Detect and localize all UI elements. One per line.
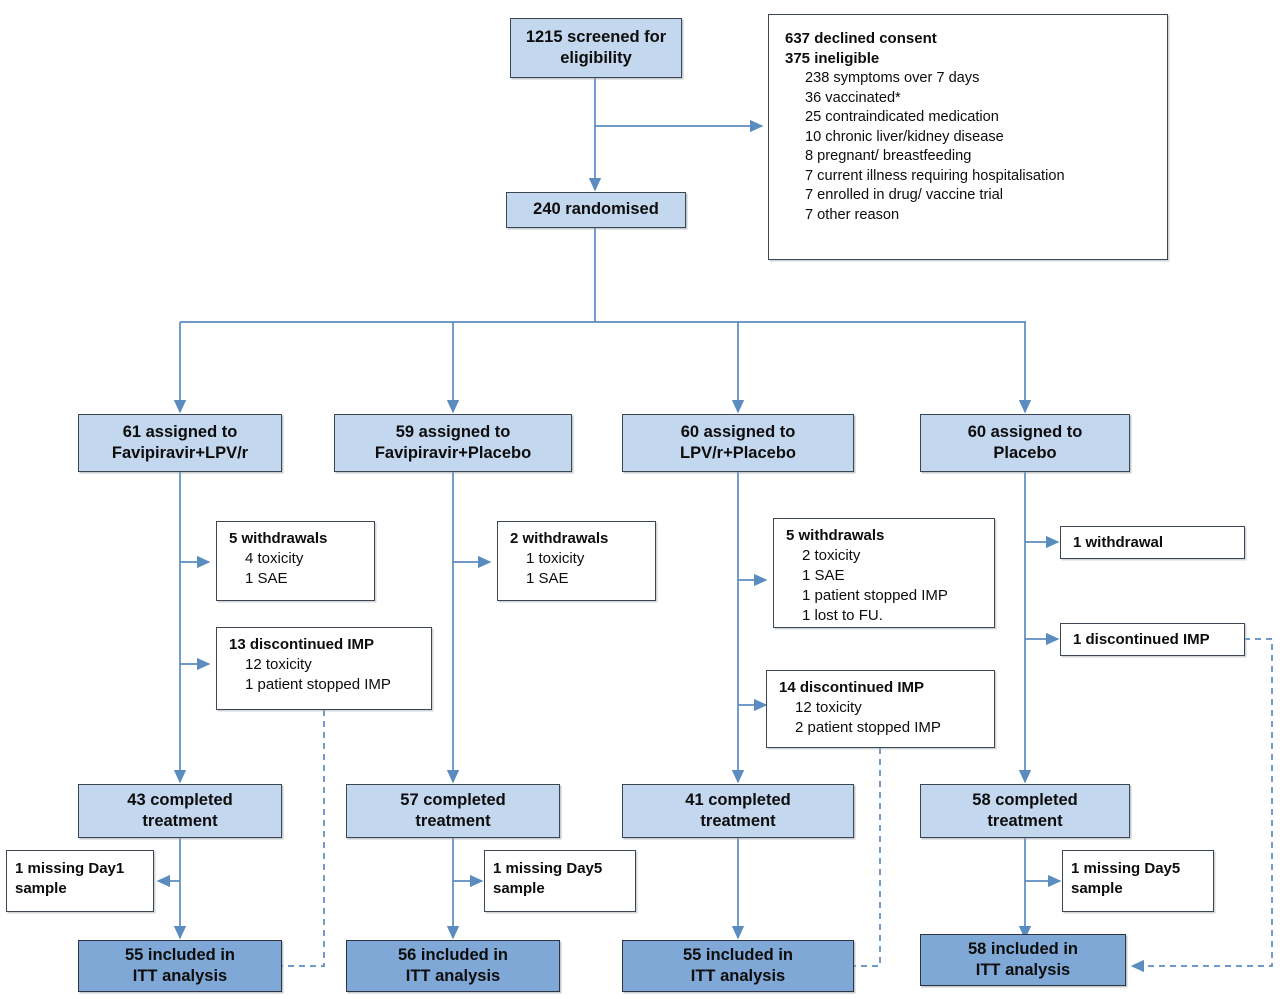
exclusion-reason: 238 symptoms over 7 days (805, 70, 980, 87)
box-withdrawals-arm2: 2 withdrawals 1 toxicity 1 SAE (497, 521, 656, 601)
exclusions-ineligible: 375 ineligible (785, 50, 880, 68)
completed-arm3-line1: 41 completed (685, 790, 791, 809)
completed-arm4-line1: 58 completed (972, 790, 1078, 809)
exclusion-reason: 36 vaccinated* (805, 89, 901, 106)
box-missing-sample-arm1: 1 missing Day1 sample (6, 850, 154, 912)
exclusions-declined: 637 declined consent (785, 30, 937, 47)
box-exclusions: 637 declined consent 375 ineligible 238 … (768, 14, 1168, 260)
assigned-arm1-line2: Favipiravir+LPV/r (111, 444, 249, 462)
itt-arm3-line2: ITT analysis (690, 967, 786, 985)
withdrawals-arm2-item: 1 toxicity (526, 550, 585, 568)
withdrawals-arm3-item: 1 patient stopped IMP (802, 587, 948, 605)
assigned-arm3-line2: LPV/r+Placebo (679, 444, 796, 462)
discontinued-arm1-header: 13 discontinued IMP (229, 636, 375, 653)
screened-line1: 1215 screened for (525, 27, 667, 46)
screened-line2: eligibility (560, 49, 632, 67)
missing-arm4-line2: sample (1071, 880, 1123, 898)
box-withdrawals-arm4: 1 withdrawal (1060, 526, 1245, 559)
box-assigned-arm2: 59 assigned to Favipiravir+Placebo (334, 414, 572, 472)
box-completed-arm4: 58 completed treatment (920, 784, 1130, 838)
randomised-label: 240 randomised (533, 200, 659, 219)
box-assigned-arm1: 61 assigned to Favipiravir+LPV/r (78, 414, 282, 472)
box-completed-arm3: 41 completed treatment (622, 784, 854, 838)
box-assigned-arm4: 60 assigned to Placebo (920, 414, 1130, 472)
missing-arm2-line1: 1 missing Day5 (493, 860, 603, 877)
discontinued-arm3-item: 2 patient stopped IMP (795, 719, 941, 737)
completed-arm4-line2: treatment (987, 812, 1063, 830)
box-completed-arm1: 43 completed treatment (78, 784, 282, 838)
withdrawals-arm3-header: 5 withdrawals (786, 527, 885, 544)
itt-arm2-line1: 56 included in (397, 945, 509, 964)
assigned-arm1-line1: 61 assigned to (122, 422, 238, 441)
completed-arm2-line1: 57 completed (400, 790, 506, 809)
box-missing-sample-arm4: 1 missing Day5 sample (1062, 850, 1214, 912)
exclusion-reason: 25 contraindicated medication (805, 109, 999, 126)
exclusion-reason: 7 other reason (805, 207, 900, 224)
completed-arm2-line2: treatment (415, 812, 491, 830)
box-withdrawals-arm3: 5 withdrawals 2 toxicity 1 SAE 1 patient… (773, 518, 995, 628)
box-itt-arm1: 55 included in ITT analysis (78, 940, 282, 992)
withdrawals-arm4-header: 1 withdrawal (1073, 534, 1164, 551)
box-withdrawals-arm1: 5 withdrawals 4 toxicity 1 SAE (216, 521, 375, 601)
box-discontinued-arm3: 14 discontinued IMP 12 toxicity 2 patien… (766, 670, 995, 748)
assigned-arm3-line1: 60 assigned to (680, 422, 796, 441)
exclusion-reason: 7 current illness requiring hospitalisat… (805, 167, 1065, 184)
box-discontinued-arm4: 1 discontinued IMP (1060, 623, 1245, 656)
completed-arm1-line2: treatment (142, 812, 218, 830)
itt-arm1-line1: 55 included in (124, 945, 236, 964)
withdrawals-arm3-item: 1 SAE (802, 567, 845, 585)
withdrawals-arm3-item: 1 lost to FU. (802, 607, 883, 625)
exclusion-reason: 8 pregnant/ breastfeeding (805, 148, 972, 165)
itt-arm3-line1: 55 included in (682, 945, 794, 964)
missing-arm2-line2: sample (493, 880, 545, 898)
assigned-arm2-line2: Favipiravir+Placebo (374, 444, 532, 462)
exclusion-reason: 10 chronic liver/kidney disease (805, 128, 1004, 145)
withdrawals-arm2-item: 1 SAE (526, 570, 569, 588)
itt-arm1-line2: ITT analysis (132, 967, 228, 985)
withdrawals-arm1-header: 5 withdrawals (229, 530, 328, 547)
box-discontinued-arm1: 13 discontinued IMP 12 toxicity 1 patien… (216, 627, 432, 710)
withdrawals-arm3-item: 2 toxicity (802, 547, 861, 565)
box-missing-sample-arm2: 1 missing Day5 sample (484, 850, 636, 912)
withdrawals-arm1-item: 4 toxicity (245, 550, 304, 568)
discontinued-arm1-item: 12 toxicity (245, 656, 312, 674)
assigned-arm2-line1: 59 assigned to (395, 422, 511, 441)
box-itt-arm2: 56 included in ITT analysis (346, 940, 560, 992)
completed-arm1-line1: 43 completed (127, 790, 233, 809)
discontinued-arm1-item: 1 patient stopped IMP (245, 676, 391, 694)
box-itt-arm4: 58 included in ITT analysis (920, 934, 1126, 986)
missing-arm1-line1: 1 missing Day1 (15, 860, 125, 877)
box-assigned-arm3: 60 assigned to LPV/r+Placebo (622, 414, 854, 472)
box-randomised: 240 randomised (506, 192, 686, 228)
missing-arm4-line1: 1 missing Day5 (1071, 860, 1181, 877)
assigned-arm4-line1: 60 assigned to (967, 422, 1083, 441)
discontinued-arm4-header: 1 discontinued IMP (1073, 631, 1210, 648)
itt-arm4-line2: ITT analysis (975, 961, 1071, 979)
discontinued-arm3-header: 14 discontinued IMP (779, 679, 925, 696)
box-completed-arm2: 57 completed treatment (346, 784, 560, 838)
missing-arm1-line2: sample (15, 880, 67, 898)
box-screened-for-eligibility: 1215 screened for eligibility (510, 18, 682, 78)
assigned-arm4-line2: Placebo (993, 444, 1057, 462)
exclusion-reason: 7 enrolled in drug/ vaccine trial (805, 187, 1003, 204)
box-itt-arm3: 55 included in ITT analysis (622, 940, 854, 992)
withdrawals-arm1-item: 1 SAE (245, 570, 288, 588)
itt-arm2-line2: ITT analysis (405, 967, 501, 985)
withdrawals-arm2-header: 2 withdrawals (510, 530, 609, 547)
itt-arm4-line1: 58 included in (967, 939, 1079, 958)
completed-arm3-line2: treatment (700, 812, 776, 830)
discontinued-arm3-item: 12 toxicity (795, 699, 862, 717)
